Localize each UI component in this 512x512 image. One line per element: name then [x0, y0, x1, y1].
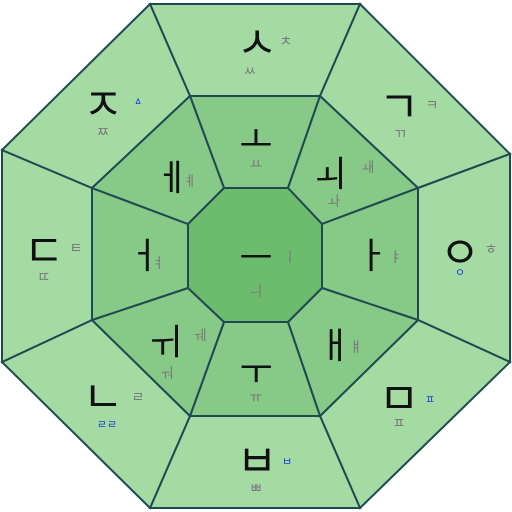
center-key-shape	[187, 187, 323, 323]
center-key[interactable]: ㅡ ㅣ ㅢ	[187, 187, 323, 323]
outer-key-sw-blue: ㄹㄹ	[97, 418, 117, 431]
outer-key-s-blue: ㅂ	[282, 455, 292, 468]
middle-key-sw-sub2: ㅞ	[194, 328, 207, 344]
middle-key-s[interactable]: ㅜ ㅠ	[188, 321, 322, 417]
outer-key-e[interactable]: ㅇ ㅎ ㅇ	[417, 152, 511, 364]
outer-key-se-sub: ㅍ	[393, 416, 406, 432]
middle-key-se-main: ㅐ	[318, 326, 351, 367]
outer-key-sw-sub: ㄹ	[132, 390, 145, 406]
outer-key-e-blue: ㅇ	[455, 266, 465, 279]
middle-key-se-sub: ㅒ	[350, 340, 363, 356]
middle-key-se[interactable]: ㅐ ㅒ	[286, 286, 420, 418]
middle-key-s-sub: ㅠ	[250, 390, 263, 406]
middle-key-nw-main: ㅔ	[155, 158, 188, 199]
outer-key-nw-sub: ㅉ	[97, 125, 110, 141]
center-key-sub: ㅣ	[284, 250, 297, 266]
outer-key-n-sub: ㅆ	[244, 64, 257, 80]
outer-key-e-sub: ㅎ	[485, 242, 498, 258]
outer-key-n-corner: ㅊ	[280, 34, 293, 50]
outer-key-s-main: ㅂ	[237, 436, 277, 487]
outer-key-nw[interactable]: ㅈ ㅉ ㅿ	[0, 2, 192, 190]
middle-key-e-main: ㅏ	[355, 236, 388, 277]
middle-key-n-main: ㅗ	[239, 120, 272, 161]
outer-key-nw-blue: ㅿ	[133, 95, 143, 108]
middle-key-e[interactable]: ㅏ ㅑ	[321, 186, 419, 322]
outer-key-ne-sub: ㄲ	[394, 127, 407, 143]
middle-key-sw[interactable]: ㅟ ㅝ ㅞ	[90, 286, 226, 418]
outer-key-ne[interactable]: ㄱ ㄲ ㅋ	[318, 2, 512, 190]
outer-key-nw-main: ㅈ	[83, 80, 123, 131]
outer-key-s-sub: ㅃ	[250, 481, 263, 497]
middle-key-ne-sub2: ㅘ	[328, 194, 341, 210]
outer-key-sw-main: ㄴ	[83, 372, 123, 423]
outer-key-n-main: ㅅ	[237, 18, 277, 69]
middle-key-n-sub: ㅛ	[250, 157, 263, 173]
outer-key-ne-main: ㄱ	[379, 82, 419, 133]
middle-key-ne-sub: ㅙ	[362, 160, 375, 176]
center-key-sub2: ㅢ	[250, 284, 263, 300]
outer-key-s[interactable]: ㅂ ㅃ ㅂ	[148, 415, 362, 509]
outer-key-w-main: ㄷ	[24, 226, 64, 277]
outer-key-w-corner: ㅌ	[70, 241, 83, 257]
outer-key-ne-corner: ㅋ	[426, 98, 439, 114]
outer-key-w-sub: ㄸ	[38, 270, 51, 286]
middle-key-nw-sub: ㅖ	[184, 174, 197, 190]
middle-key-e-sub: ㅑ	[390, 250, 403, 266]
middle-key-ne-main: ㅚ	[313, 154, 346, 195]
middle-key-w-main: ㅓ	[127, 236, 160, 277]
middle-key-sw-sub: ㅝ	[161, 366, 174, 382]
middle-key-s-main: ㅜ	[239, 352, 272, 393]
outer-key-se-blue: ㅍ	[425, 393, 435, 406]
middle-key-w-sub: ㅕ	[152, 256, 165, 272]
outer-key-w[interactable]: ㄷ ㄸ ㅌ	[1, 148, 93, 364]
outer-key-e-main: ㅇ	[440, 228, 480, 279]
outer-key-se-main: ㅁ	[379, 374, 419, 425]
middle-key-sw-main: ㅟ	[148, 322, 181, 363]
center-key-main: ㅡ	[239, 238, 272, 279]
